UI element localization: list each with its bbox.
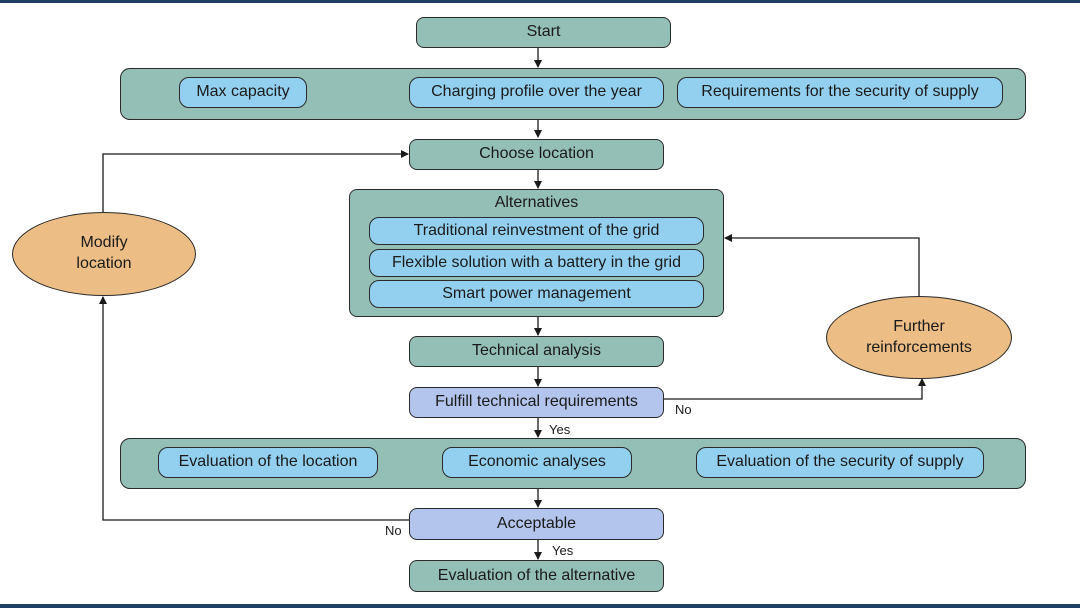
input-charging-profile: Charging profile over the year [409, 77, 664, 108]
arrow-modify-location [102, 150, 409, 212]
label-fulfill-no: No [675, 402, 692, 417]
alt-traditional-reinvestment: Traditional reinvestment of the grid [369, 217, 704, 245]
modify-location-loop: Modify location [12, 212, 196, 296]
arrow-fulfill-no-reinforcements [664, 378, 926, 400]
label-fulfill-yes: Yes [549, 422, 571, 437]
eval-security-supply: Evaluation of the security of supply [696, 447, 984, 478]
choose-location-node: Choose location [409, 139, 664, 170]
start-node: Start [416, 17, 671, 48]
arrow-reinforcements-alternatives [724, 234, 920, 296]
acceptable-decision: Acceptable [409, 508, 664, 540]
arrow-acceptable-no-modify [99, 296, 409, 521]
fulfill-requirements-decision: Fulfill technical requirements [409, 387, 664, 418]
alternatives-title: Alternatives [494, 194, 579, 211]
bottom-border [0, 604, 1080, 608]
further-reinforcements-loop: Further reinforcements [826, 296, 1012, 379]
eval-economic: Economic analyses [442, 447, 632, 478]
input-security-requirements: Requirements for the security of supply [677, 77, 1003, 108]
technical-analysis-node: Technical analysis [409, 336, 664, 367]
label-acceptable-no: No [385, 523, 402, 538]
label-acceptable-yes: Yes [552, 543, 574, 558]
top-border [0, 0, 1080, 3]
eval-location: Evaluation of the location [158, 447, 378, 478]
input-max-capacity: Max capacity [179, 77, 307, 108]
alt-smart-power: Smart power management [369, 280, 704, 308]
alt-battery-solution: Flexible solution with a battery in the … [369, 249, 704, 277]
evaluation-alternative-node: Evaluation of the alternative [409, 560, 664, 592]
